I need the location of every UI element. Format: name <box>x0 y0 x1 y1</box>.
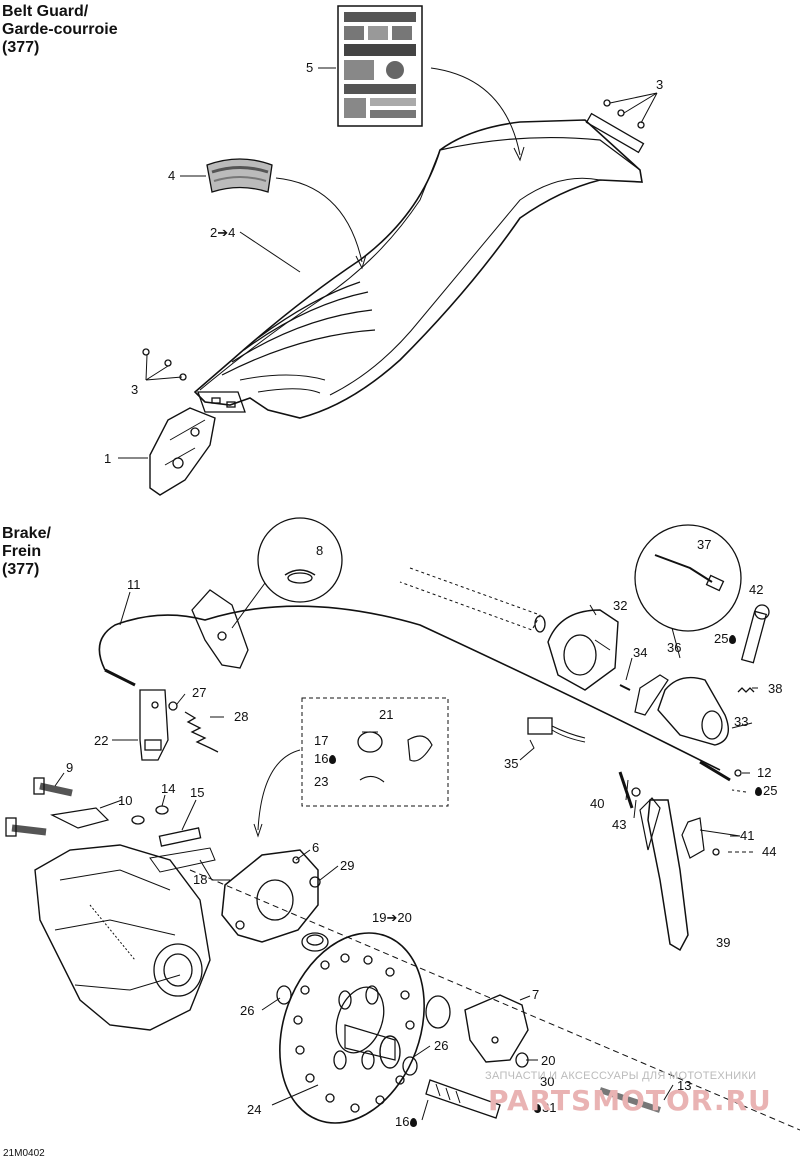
callout-15: 15 <box>190 785 205 800</box>
callout-18: 18 <box>193 872 208 887</box>
callout-26-right: 26 <box>434 1038 449 1053</box>
callout-3-top: 3 <box>656 77 664 92</box>
detail-circle <box>257 517 343 603</box>
sub-kit-box <box>301 697 449 807</box>
callout-6: 6 <box>312 840 320 855</box>
callout-10: 10 <box>118 793 133 808</box>
callout-22: 22 <box>94 733 109 748</box>
callout-20: 20 <box>541 1053 556 1068</box>
flow-arrow <box>275 177 363 263</box>
lever-hub-part <box>657 676 729 746</box>
callout-26-left: 26 <box>240 1003 255 1018</box>
callout-8: 8 <box>316 543 324 558</box>
caliper-housing-part <box>547 609 619 691</box>
callout-39: 39 <box>716 935 731 950</box>
callout-23: 23 <box>314 774 329 789</box>
callout-28: 28 <box>234 709 249 724</box>
callout-31-number: 31 <box>542 1100 557 1115</box>
brake-disc-part <box>279 932 425 1124</box>
callout-42: 42 <box>749 582 764 597</box>
brake-cable-part <box>98 605 721 771</box>
belt-guard-group <box>118 5 658 496</box>
section-title-belt-guard: Belt Guard/ Garde-courroie (377) <box>2 3 118 56</box>
callout-19-to-20: 19➔20 <box>372 910 412 925</box>
decal-part <box>206 158 273 193</box>
oil-drop-icon <box>729 635 737 644</box>
flow-arrow <box>430 67 521 156</box>
diagram-code: 21M0402 <box>3 1148 45 1159</box>
callout-17: 17 <box>314 733 329 748</box>
brake-caliper-part <box>221 849 319 943</box>
callout-2-to-4: 2➔4 <box>210 225 236 240</box>
callout-16-bottom-number: 16 <box>395 1114 410 1129</box>
callout-9: 9 <box>66 760 74 775</box>
callout-29: 29 <box>340 858 355 873</box>
callout-13: 13 <box>677 1078 692 1093</box>
callout-3-bottom: 3 <box>131 382 139 397</box>
watermark-logo: PARTSMOTOR.RU <box>488 1084 772 1117</box>
callout-44: 44 <box>762 844 777 859</box>
callout-33: 33 <box>734 714 749 729</box>
oil-drop-icon <box>410 1118 418 1127</box>
callout-7: 7 <box>532 987 540 1002</box>
callout-14: 14 <box>161 781 176 796</box>
callout-25-right-number: 25 <box>763 783 778 798</box>
flow-arrow <box>257 749 301 831</box>
callout-25-right: 25 <box>754 784 777 798</box>
callout-43: 43 <box>612 817 627 832</box>
callout-16-top-number: 16 <box>314 751 329 766</box>
bearing-bracket-part <box>464 994 529 1063</box>
watermark-tagline: ЗАПЧАСТИ И АКСЕССУАРЫ ДЛЯ МОТОТЕХНИКИ <box>485 1070 757 1082</box>
callout-36: 36 <box>667 640 682 655</box>
brake-group <box>5 517 800 1131</box>
callout-38: 38 <box>768 681 783 696</box>
callout-25-top: 25 <box>714 632 737 646</box>
callout-31: 31 <box>533 1101 556 1115</box>
callout-30: 30 <box>540 1074 555 1089</box>
oil-drop-icon <box>755 787 762 796</box>
callout-27: 27 <box>192 685 207 700</box>
engine-case-part <box>34 844 211 1031</box>
callout-16-top: 16 <box>314 752 337 766</box>
callout-40: 40 <box>590 796 605 811</box>
oil-drop-icon <box>329 755 337 764</box>
switch-part <box>527 717 553 735</box>
callout-1: 1 <box>104 451 112 466</box>
callout-4: 4 <box>168 168 176 183</box>
oil-drop-icon <box>534 1104 541 1113</box>
callout-5: 5 <box>306 60 314 75</box>
callout-24: 24 <box>247 1102 262 1117</box>
callout-11: 11 <box>127 577 141 592</box>
callout-41: 41 <box>740 828 755 843</box>
callout-32: 32 <box>613 598 628 613</box>
callout-25-top-number: 25 <box>714 631 729 646</box>
guard-bracket-part <box>149 407 216 496</box>
callout-21: 21 <box>379 707 394 722</box>
section-title-brake: Brake/ Frein (377) <box>2 525 51 578</box>
brake-lever-part <box>647 799 689 952</box>
callout-34: 34 <box>633 645 648 660</box>
spring-part <box>184 711 219 753</box>
warning-label-part <box>337 5 423 127</box>
callout-37: 37 <box>697 537 712 552</box>
detail-circle <box>634 524 742 632</box>
callout-16-bottom: 16 <box>395 1115 418 1129</box>
callout-35: 35 <box>504 756 519 771</box>
callout-12: 12 <box>757 765 772 780</box>
